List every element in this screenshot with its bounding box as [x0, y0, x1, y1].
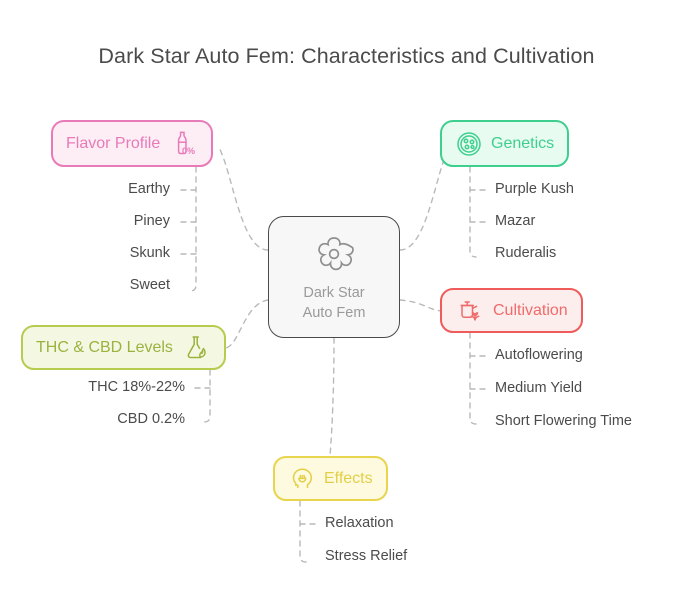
central-node-line1: Dark Star — [303, 285, 365, 302]
wire-thc-trunk — [203, 369, 211, 423]
branch-node-genetics[interactable]: Genetics — [440, 120, 570, 167]
central-node[interactable]: Dark Star Auto Fem — [268, 216, 400, 338]
leaf-thc-0: THC 18%-22% — [88, 379, 185, 395]
watering-can-plant-icon — [455, 296, 485, 326]
wire-center-cultivation — [399, 299, 443, 312]
leaf-cultivation-1: Medium Yield — [495, 380, 583, 396]
branch-label-thc-cbd-levels: THC & CBD Levels — [36, 338, 173, 356]
head-leaf-icon — [288, 465, 316, 493]
central-node-line2: Auto Fem — [302, 304, 366, 321]
leaf-cultivation-0: Autoflowering — [495, 347, 583, 363]
leaf-genetics-1: Mazar — [495, 213, 536, 229]
svg-text:0%: 0% — [182, 146, 195, 156]
wire-genetics-trunk — [469, 166, 477, 258]
leaf-genetics-0: Purple Kush — [495, 181, 574, 197]
leaf-flavor-0: Earthy — [128, 181, 170, 197]
branch-node-thc-cbd-levels[interactable]: THC & CBD Levels — [21, 325, 226, 370]
leaf-effects-1: Stress Relief — [325, 548, 408, 564]
branch-node-cultivation[interactable]: Cultivation — [440, 288, 583, 333]
branch-node-flavor-profile[interactable]: Flavor Profile 0% — [51, 120, 214, 167]
page-title: Dark Star Auto Fem: Characteristics and … — [98, 44, 595, 68]
leaf-flavor-1: Piney — [133, 213, 170, 229]
flower-icon — [311, 231, 357, 277]
branch-node-effects[interactable]: Effects — [273, 456, 388, 501]
wire-flavor-trunk — [189, 166, 197, 292]
wire-center-thc — [225, 299, 269, 349]
bottle-zero-percent-icon: 0% — [168, 129, 198, 159]
leaf-flavor-3: Sweet — [129, 277, 170, 293]
leaf-effects-0: Relaxation — [325, 515, 394, 531]
branch-label-effects: Effects — [324, 469, 373, 487]
flask-leaf-icon — [181, 333, 211, 363]
central-node-label: Dark Star Auto Fem — [303, 284, 366, 322]
cell-circle-icon — [455, 130, 483, 158]
branch-label-cultivation: Cultivation — [493, 301, 568, 319]
wire-effects-trunk — [299, 500, 307, 563]
leaf-cultivation-2: Short Flowering Time — [495, 413, 632, 429]
wire-cultivation-trunk — [469, 332, 477, 425]
wire-center-flavor — [217, 145, 269, 251]
branch-label-flavor-profile: Flavor Profile — [66, 134, 161, 152]
branch-label-genetics: Genetics — [491, 134, 555, 152]
wire-center-effects — [329, 337, 335, 457]
leaf-flavor-2: Skunk — [129, 245, 170, 261]
leaf-thc-1: CBD 0.2% — [117, 411, 185, 427]
leaf-genetics-2: Ruderalis — [495, 245, 557, 261]
